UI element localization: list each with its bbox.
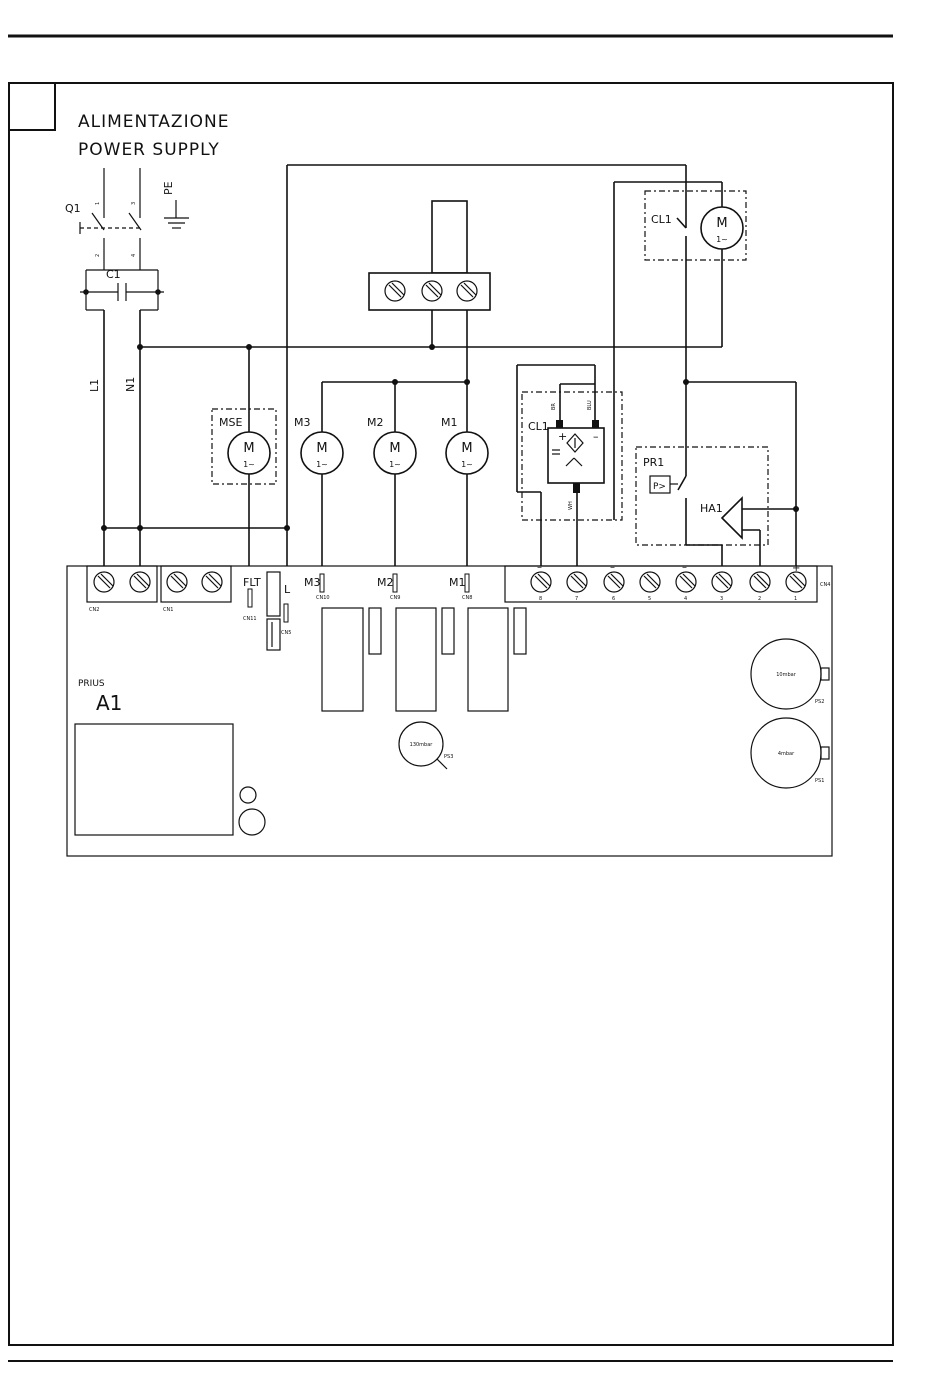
plus-1: + <box>792 563 800 574</box>
cn2-label: CN2 <box>89 607 99 613</box>
contactor-motor-phase: 1~ <box>716 235 728 244</box>
terminal-7: 7 <box>575 596 578 602</box>
motor-m2: M2 M 1~ <box>367 416 416 566</box>
wire-br: BR <box>551 403 557 410</box>
minus-6: – <box>610 562 615 573</box>
cn8-label: CN8 <box>462 595 472 601</box>
motor-m2-symbol: M <box>389 441 400 456</box>
cn11-label: CN11 <box>243 616 257 622</box>
motor-m3-symbol: M <box>316 441 327 456</box>
title-it: ALIMENTAZIONE <box>78 112 229 132</box>
main-breaker: Q1 1 3 2 4 <box>65 168 141 270</box>
cn5-label: CN5 <box>281 630 291 636</box>
terminal-1: 1 <box>794 596 797 602</box>
neutral-label: N1 <box>124 377 137 392</box>
motor-mse-label: MSE <box>219 416 242 429</box>
cn4-label: CN4 <box>820 582 830 588</box>
wire-wh: WH <box>568 501 574 510</box>
pin-1: 1 <box>95 202 101 205</box>
terminal-4: 4 <box>684 596 687 602</box>
sensor-label: CL1 <box>528 420 549 433</box>
capacitor-c1: C1 <box>80 268 164 310</box>
board-model: PRIUS <box>78 679 105 689</box>
motor-mse: MSE M 1~ <box>212 347 276 566</box>
board-ref: A1 <box>96 691 122 715</box>
motor-m1: M1 M 1~ <box>441 416 488 566</box>
ps2-label: PS2 <box>815 699 824 705</box>
earth-symbol: PE <box>162 181 189 228</box>
ps1-value: 4mbar <box>778 751 795 757</box>
terminal-block <box>369 201 490 382</box>
sensor-minus: – <box>593 430 599 443</box>
breaker-label: Q1 <box>65 202 81 215</box>
motor-m2-label: M2 <box>367 416 384 429</box>
ps3-value: 130mbar <box>410 742 434 748</box>
minus-8: – <box>537 562 542 573</box>
pressure-symbol: P> <box>653 482 666 492</box>
alarm-label: HA1 <box>700 502 723 515</box>
motor-m1-phase: 1~ <box>461 460 473 469</box>
pin-2: 2 <box>95 254 101 257</box>
board-m2: M2 <box>377 576 394 589</box>
motor-mse-phase: 1~ <box>243 460 255 469</box>
cn9-label: CN9 <box>390 595 400 601</box>
pin-3: 3 <box>131 202 137 205</box>
motor-m1-symbol: M <box>461 441 472 456</box>
ps3-label: PS3 <box>444 754 453 760</box>
l-label: L <box>284 583 291 596</box>
terminal-6: 6 <box>612 596 615 602</box>
terminal-2: 2 <box>758 596 761 602</box>
control-board: CN2 CN1 FLT CN11 L CN5 M3 CN10 M2 CN9 M1… <box>67 562 832 856</box>
pressure-label: PR1 <box>643 456 664 469</box>
terminal-8: 8 <box>539 596 542 602</box>
pressure-switch-pr1: PR1 P> HA1 <box>636 382 796 566</box>
contactor-cl1: CL1 M 1~ <box>614 182 746 520</box>
ps1-label: PS1 <box>815 778 824 784</box>
sensor-plus: + <box>558 430 567 443</box>
contactor-label: CL1 <box>651 213 672 226</box>
pe-label: PE <box>162 181 175 195</box>
board-m3: M3 <box>304 576 321 589</box>
motor-m1-label: M1 <box>441 416 458 429</box>
terminal-5: 5 <box>648 596 651 602</box>
pin-4: 4 <box>131 254 137 257</box>
sensor-cl1: CL1 + – BR BLU WH <box>517 365 622 566</box>
terminal-3: 3 <box>720 596 723 602</box>
motor-m2-phase: 1~ <box>389 460 401 469</box>
frame-corner-box <box>9 83 55 130</box>
ps2-value: 10mbar <box>776 672 796 678</box>
minus-4: – <box>682 562 687 573</box>
line-label: L1 <box>88 379 101 392</box>
motor-mse-symbol: M <box>243 441 254 456</box>
cn1-label: CN1 <box>163 607 173 613</box>
motor-m3-phase: 1~ <box>316 460 328 469</box>
motor-m3: M3 M 1~ <box>294 416 343 566</box>
contactor-motor-symbol: M <box>716 216 727 231</box>
title-en: POWER SUPPLY <box>78 140 220 160</box>
wire-blu: BLU <box>587 400 593 410</box>
cn10-label: CN10 <box>316 595 330 601</box>
flt-label: FLT <box>243 576 261 589</box>
board-m1: M1 <box>449 576 466 589</box>
motor-m3-label: M3 <box>294 416 311 429</box>
